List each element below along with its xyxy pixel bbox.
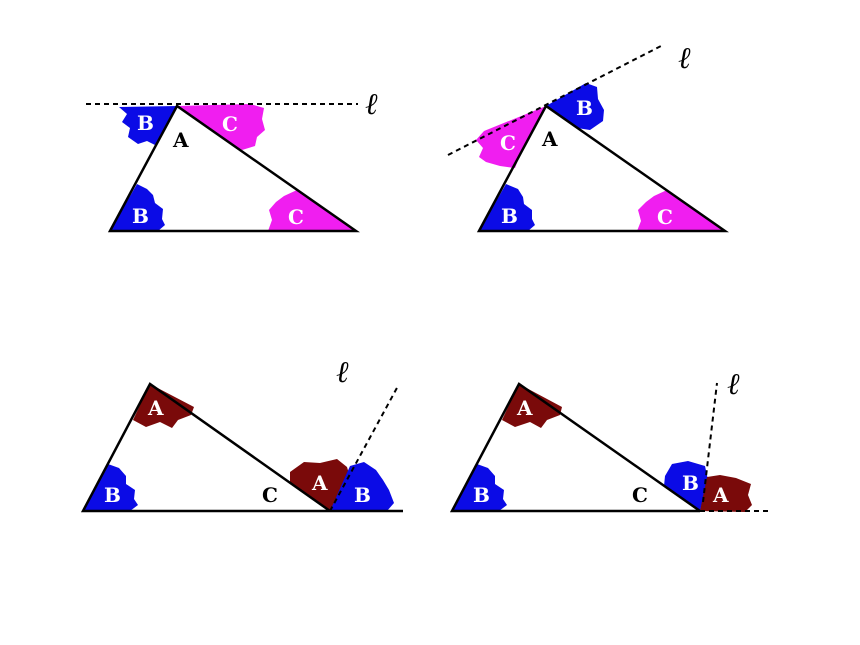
fig4-triangle [449, 382, 701, 513]
fig4-piece-a-top-label: A [516, 396, 533, 420]
fig4-line-l-label: ℓ [727, 367, 740, 402]
fig4-piece-b-left-label: B [473, 483, 490, 507]
fig1-piece-c-top-label: C [222, 112, 238, 136]
fig2-vertex-label: A [541, 127, 558, 151]
fig3-piece-a-right-label: A [311, 471, 328, 495]
fig2-piece-c-bottom-label: C [657, 205, 673, 229]
fig1-piece-b-top-label: B [137, 111, 154, 135]
fig3-line-l-label: ℓ [336, 355, 349, 390]
fig2-line-l [447, 45, 662, 156]
fig2-piece-b-bottom-label: B [501, 204, 518, 228]
fig3-piece-b-left [83, 464, 138, 511]
fig2-piece-b-right [546, 83, 604, 130]
fig3-vertex-label: C [262, 483, 278, 507]
fig3-piece-b-right-label: B [354, 483, 371, 507]
fig1-piece-c-top [177, 104, 265, 150]
fig3-piece-b-right [330, 462, 394, 511]
fig4-piece-b-right [664, 461, 708, 511]
figure-4: ℓ C A B B A [449, 367, 770, 513]
fig1-line-l-label: ℓ [365, 87, 378, 122]
fig1-piece-c-bottom-label: C [288, 205, 304, 229]
fig1-vertex-label: A [172, 128, 189, 152]
fig4-piece-a-right-label: A [712, 483, 729, 507]
fig1-triangle [107, 104, 360, 233]
fig1-piece-c-bottom [268, 190, 356, 231]
fig1-piece-b-top [119, 106, 177, 145]
figure-3: ℓ C A B A B [80, 355, 403, 513]
fig4-line-l [702, 382, 718, 503]
fig2-line-l-label: ℓ [678, 41, 691, 76]
fig3-piece-a-top [133, 384, 194, 428]
fig2-piece-c-bottom [637, 190, 725, 231]
fig4-piece-a-top [502, 384, 562, 428]
fig3-piece-a-top-label: A [147, 396, 164, 420]
fig4-piece-b-right-label: B [682, 471, 699, 495]
fig1-piece-b-bottom-label: B [132, 204, 149, 228]
fig4-piece-a-right [700, 475, 752, 512]
figure-1: ℓ A B C B C [86, 87, 378, 233]
fig3-piece-b-left-label: B [104, 483, 121, 507]
fig4-vertex-label: C [632, 483, 648, 507]
fig1-piece-b-bottom [110, 184, 165, 231]
fig2-piece-c-left-label: C [500, 131, 516, 155]
fig3-piece-a-right [290, 459, 350, 511]
fig2-piece-b-bottom [479, 184, 535, 231]
fig2-piece-b-right-label: B [576, 96, 593, 120]
figure-2: ℓ A C B B C [447, 41, 729, 233]
fig3-triangle [80, 382, 331, 513]
fig4-piece-b-left [452, 464, 507, 511]
fig3-line-l [329, 385, 399, 512]
fig2-triangle [476, 104, 729, 233]
fig2-piece-c-left [476, 106, 546, 168]
